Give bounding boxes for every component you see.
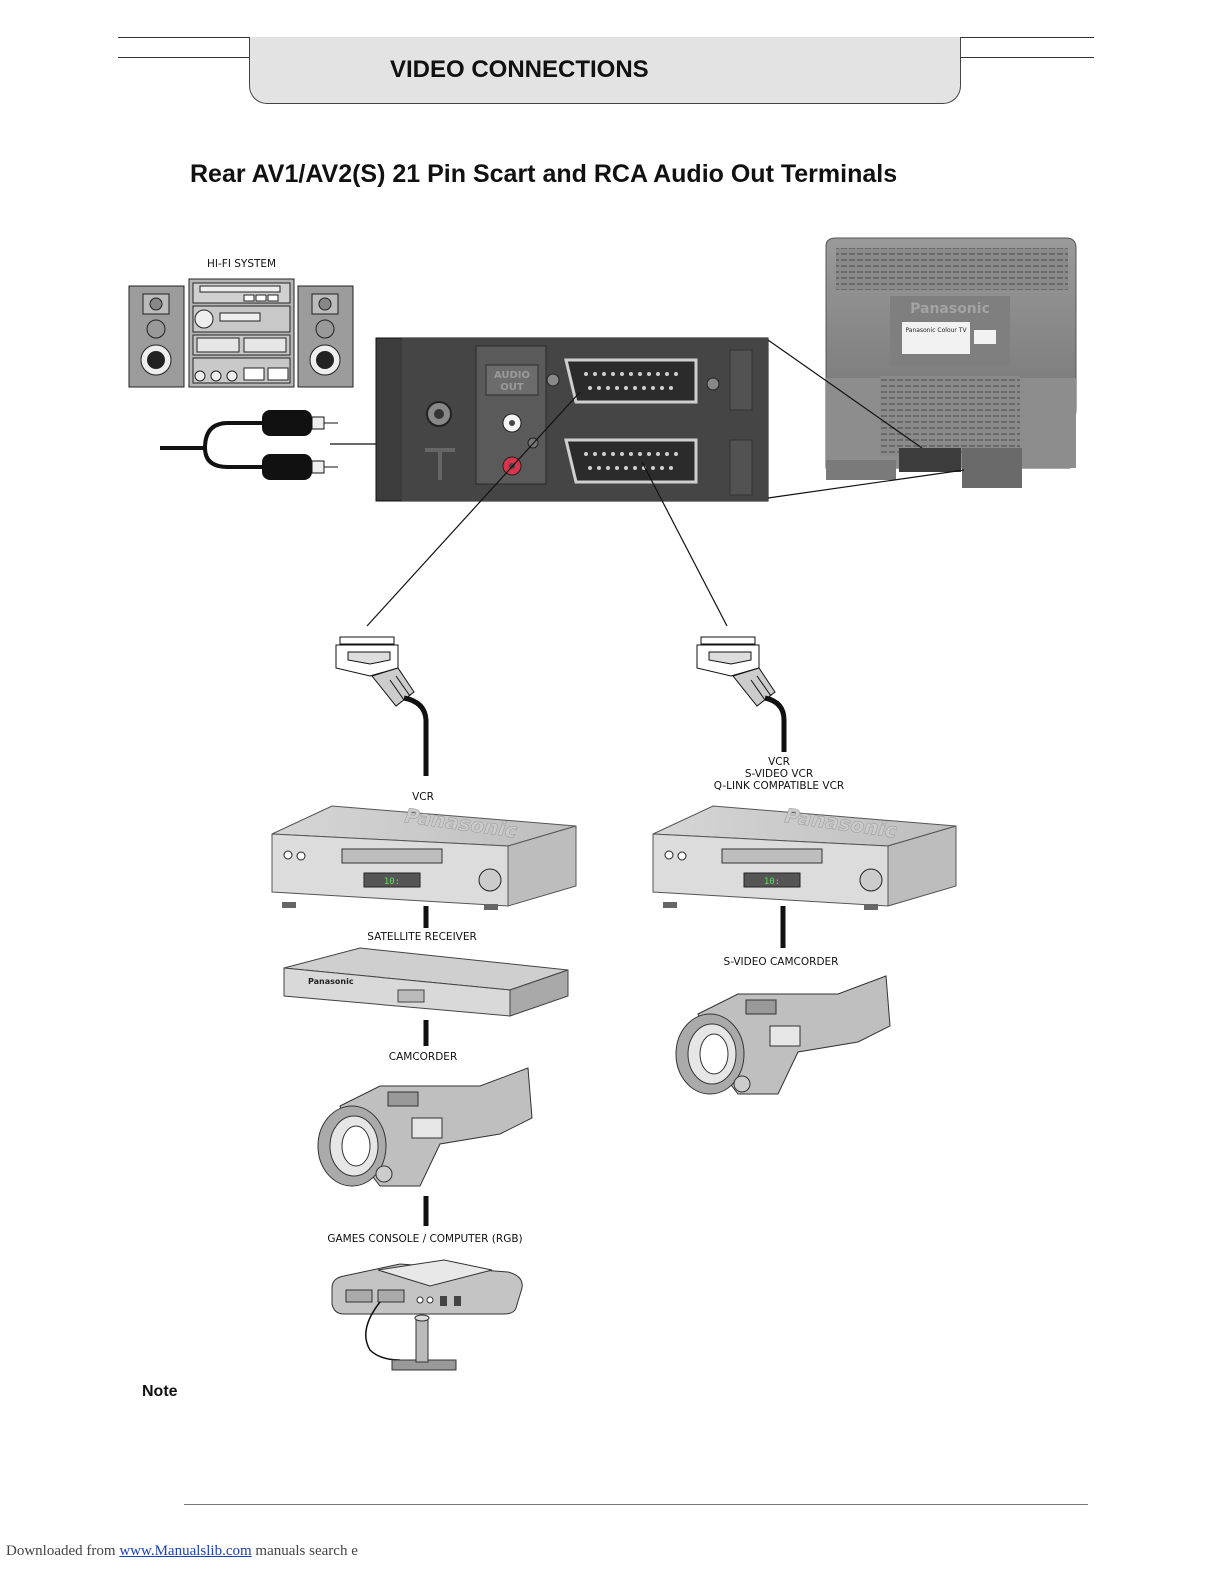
games-console-icon (331, 1259, 523, 1371)
scart-plug-right-icon (696, 636, 787, 752)
vcr-right-label-1: VCR (768, 756, 790, 768)
vcr-right-label-2: S-VIDEO VCR (744, 768, 814, 780)
note-label: Note (142, 1383, 178, 1400)
vcr-left-display-text: 10: (384, 877, 400, 887)
games-console-label: GAMES CONSOLE / COMPUTER (RGB) (327, 1233, 523, 1245)
tv-brand-text: Panasonic (910, 301, 990, 317)
tv-model-text: Panasonic Colour TV (905, 327, 967, 334)
footer-prefix: Downloaded from (6, 1543, 116, 1559)
svideo-camcorder-label: S-VIDEO CAMCORDER (723, 956, 839, 968)
page-subtitle: Rear AV1/AV2(S) 21 Pin Scart and RCA Aud… (190, 160, 898, 188)
hifi-system-icon (128, 278, 354, 388)
tv-rear-icon: Panasonic Panasonic Colour TV (825, 237, 1077, 488)
page-title: VIDEO CONNECTIONS (390, 56, 649, 83)
footer-rule (184, 1504, 1088, 1505)
satellite-receiver-label: SATELLITE RECEIVER (367, 931, 477, 943)
vcr-right-icon: Panasonic 10: (652, 803, 957, 910)
camcorder-right-icon (675, 975, 891, 1095)
scart-plug-left-icon (335, 636, 429, 776)
header-tab: VIDEO CONNECTIONS (249, 37, 961, 104)
vcr-right-display-text: 10: (764, 877, 780, 887)
camcorder-label: CAMCORDER (388, 1051, 458, 1063)
rear-terminal-panel: AUDIO OUT (375, 337, 769, 502)
svg-text:OUT: OUT (500, 382, 524, 393)
manualslib-link[interactable]: www.Manualslib.com (119, 1543, 252, 1559)
satellite-brand-text: Panasonic (308, 977, 354, 986)
vcr-right-label-3: Q-LINK COMPATIBLE VCR (713, 780, 845, 792)
vcr-left-label: VCR (412, 791, 434, 803)
hifi-system-label: HI-FI SYSTEM (207, 258, 277, 270)
svg-text:AUDIO: AUDIO (494, 370, 530, 381)
footer: Downloaded from www.Manualslib.com manua… (6, 1543, 358, 1560)
camcorder-left-icon (317, 1067, 533, 1187)
vcr-left-icon: Panasonic 10: (271, 803, 577, 910)
rca-cable-icon (160, 410, 338, 480)
footer-suffix: manuals search e (255, 1543, 358, 1559)
header-rule-right (960, 57, 1094, 58)
satellite-receiver-icon: Panasonic (283, 947, 569, 1017)
header-rule-left (118, 57, 250, 58)
